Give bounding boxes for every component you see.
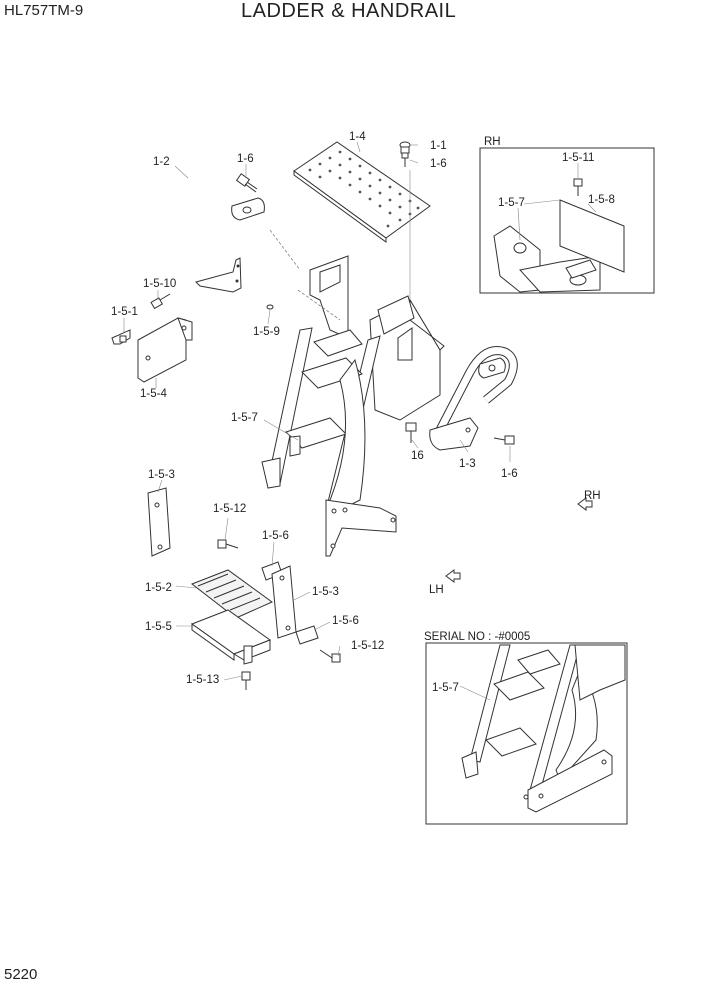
callout-1-4: 1-4 — [349, 131, 366, 143]
callout-16: 16 — [411, 450, 424, 462]
callout-1-5-3: 1-5-3 — [148, 469, 175, 481]
callout-1-5-12: 1-5-12 — [213, 503, 246, 515]
callout-1-5-8: 1-5-8 — [588, 194, 615, 206]
model-code: HL757TM-9 — [4, 2, 84, 19]
serial-inset-drawing — [461, 644, 626, 813]
bolt-1-5-12-lower — [319, 649, 341, 663]
callout-1-6: 1-6 — [430, 158, 447, 170]
callout-1-1: 1-1 — [430, 140, 447, 152]
callout-1-5-11: 1-5-11 — [562, 152, 594, 164]
inset-rh-label: RH — [484, 136, 501, 148]
bracket-1-5-3-right — [271, 565, 297, 639]
callout-1-5-6: 1-5-6 — [332, 615, 359, 627]
pin-1-5-9 — [266, 304, 274, 310]
callout-1-6: 1-6 — [501, 468, 518, 480]
clip-1-5-1 — [111, 329, 131, 345]
bolt-1-5-10 — [150, 293, 171, 310]
rh-inset-drawing — [493, 178, 625, 293]
plate-1-5-6-lower — [295, 625, 319, 645]
callout-1-6: 1-6 — [237, 153, 254, 165]
bolt-1-5-12-left — [217, 539, 239, 549]
callout-1-5-5: 1-5-5 — [145, 621, 172, 633]
direction-label-rh: RH — [584, 490, 601, 502]
callout-1-5-12: 1-5-12 — [351, 640, 384, 652]
callout-1-5-9: 1-5-9 — [253, 326, 280, 338]
page-number: 5220 — [4, 966, 38, 983]
bracket-1-5-3-left — [147, 487, 171, 557]
ladder-frame — [261, 229, 445, 557]
bolt-1-6-right — [493, 435, 515, 445]
callout-1-5-6: 1-5-6 — [262, 530, 289, 542]
inset-serial-frame — [425, 642, 628, 825]
callout-1-5-13: 1-5-13 — [186, 674, 219, 686]
lh-arrow-icon — [445, 569, 461, 583]
handrail-left — [185, 159, 265, 293]
callout-1-5-7: 1-5-7 — [498, 197, 525, 209]
leader-lines — [123, 141, 597, 701]
bolt-1-5-13 — [241, 671, 251, 690]
callout-1-5-10: 1-5-10 — [143, 278, 176, 290]
step-plate — [293, 141, 431, 243]
callout-1-5-7: 1-5-7 — [231, 412, 258, 424]
callout-1-5-4: 1-5-4 — [140, 388, 167, 400]
bolt-16 — [405, 422, 417, 443]
bolt-1-6-left — [235, 173, 258, 193]
direction-label-lh: LH — [429, 584, 444, 596]
handrail-right — [429, 346, 518, 451]
callout-1-5-1: 1-5-1 — [111, 306, 138, 318]
inset-serial-label: SERIAL NO : -#0005 — [424, 631, 530, 643]
callout-1-2: 1-2 — [153, 156, 170, 168]
bolt-1-1 — [399, 141, 411, 167]
callout-1-5-3: 1-5-3 — [312, 586, 339, 598]
rh-arrow-icon — [577, 497, 593, 511]
callout-1-5-2: 1-5-2 — [145, 582, 172, 594]
step-frame — [190, 609, 272, 665]
inset-rh-frame — [479, 147, 655, 294]
step-tread — [190, 569, 273, 619]
callout-1-5-7: 1-5-7 — [432, 682, 459, 694]
page-title: LADDER & HANDRAIL — [241, 0, 457, 22]
callout-1-3: 1-3 — [459, 458, 476, 470]
cover-plate — [137, 317, 193, 383]
